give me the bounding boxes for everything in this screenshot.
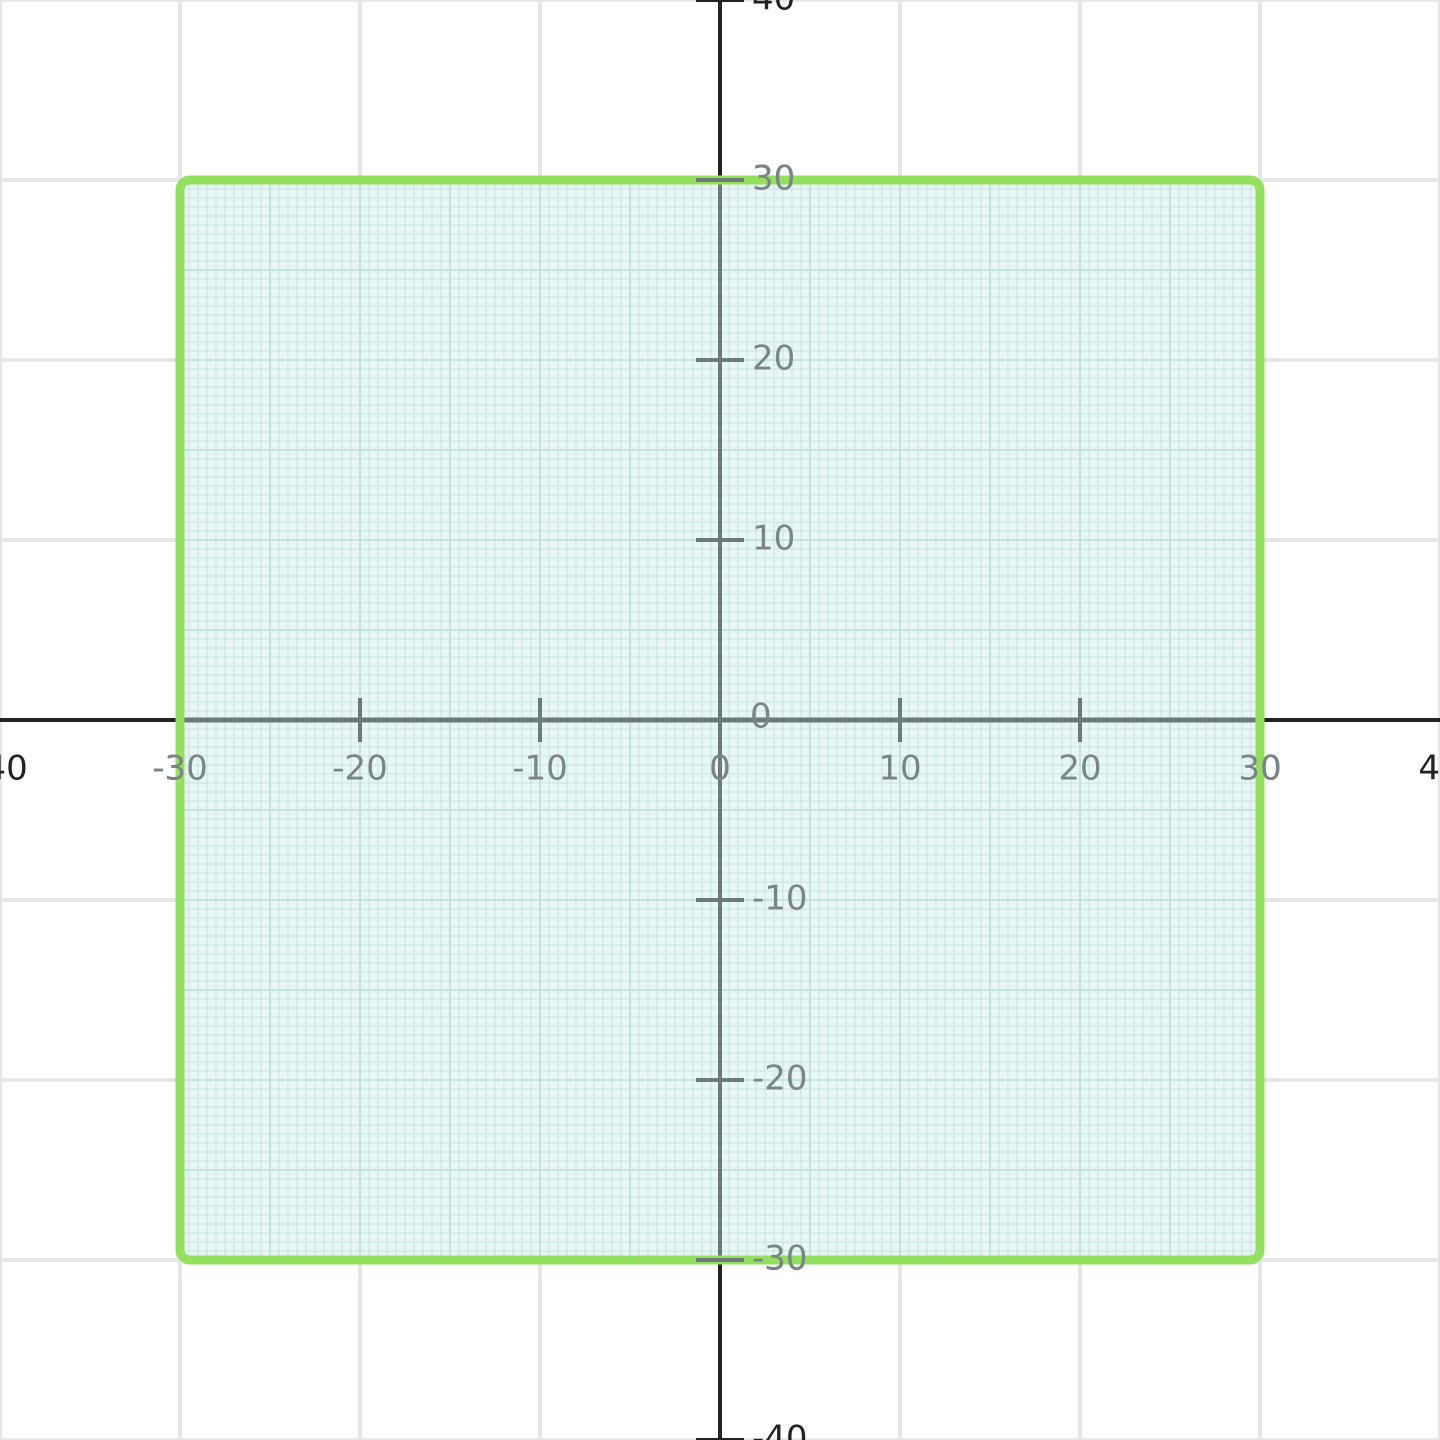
overlay-region	[175, 175, 1265, 1265]
overlay-y-tick-label: 20	[752, 339, 795, 379]
overlay-x-tick-label: -10	[512, 749, 568, 789]
overlay-tick-labels: -30 -20 -10 0 10 20 30 -30 -20 -10 10 20 30 0	[152, 159, 1281, 1279]
overlay-x-tick-label: 10	[878, 749, 921, 789]
overlay-x-tick-label: 30	[1238, 749, 1281, 789]
overlay-y-tick-label: -20	[752, 1059, 808, 1099]
overlay-x-tick-label: -30	[152, 749, 208, 789]
overlay-x-tick-label: 0	[709, 749, 731, 789]
overlay-x-tick-label: 20	[1058, 749, 1101, 789]
y-tick-label: 40	[752, 0, 795, 19]
overlay-y-tick-label: -10	[752, 879, 808, 919]
overlay-y-tick-label: -30	[752, 1239, 808, 1279]
x-tick-label: -40	[0, 749, 28, 789]
overlay-x-tick-label: -20	[332, 749, 388, 789]
origin-label: 0	[750, 697, 772, 737]
y-tick-label: -40	[752, 1419, 808, 1440]
overlay-y-tick-label: 10	[752, 519, 795, 559]
overlay-y-tick-label: 30	[752, 159, 795, 199]
x-tick-label: 40	[1418, 749, 1440, 789]
